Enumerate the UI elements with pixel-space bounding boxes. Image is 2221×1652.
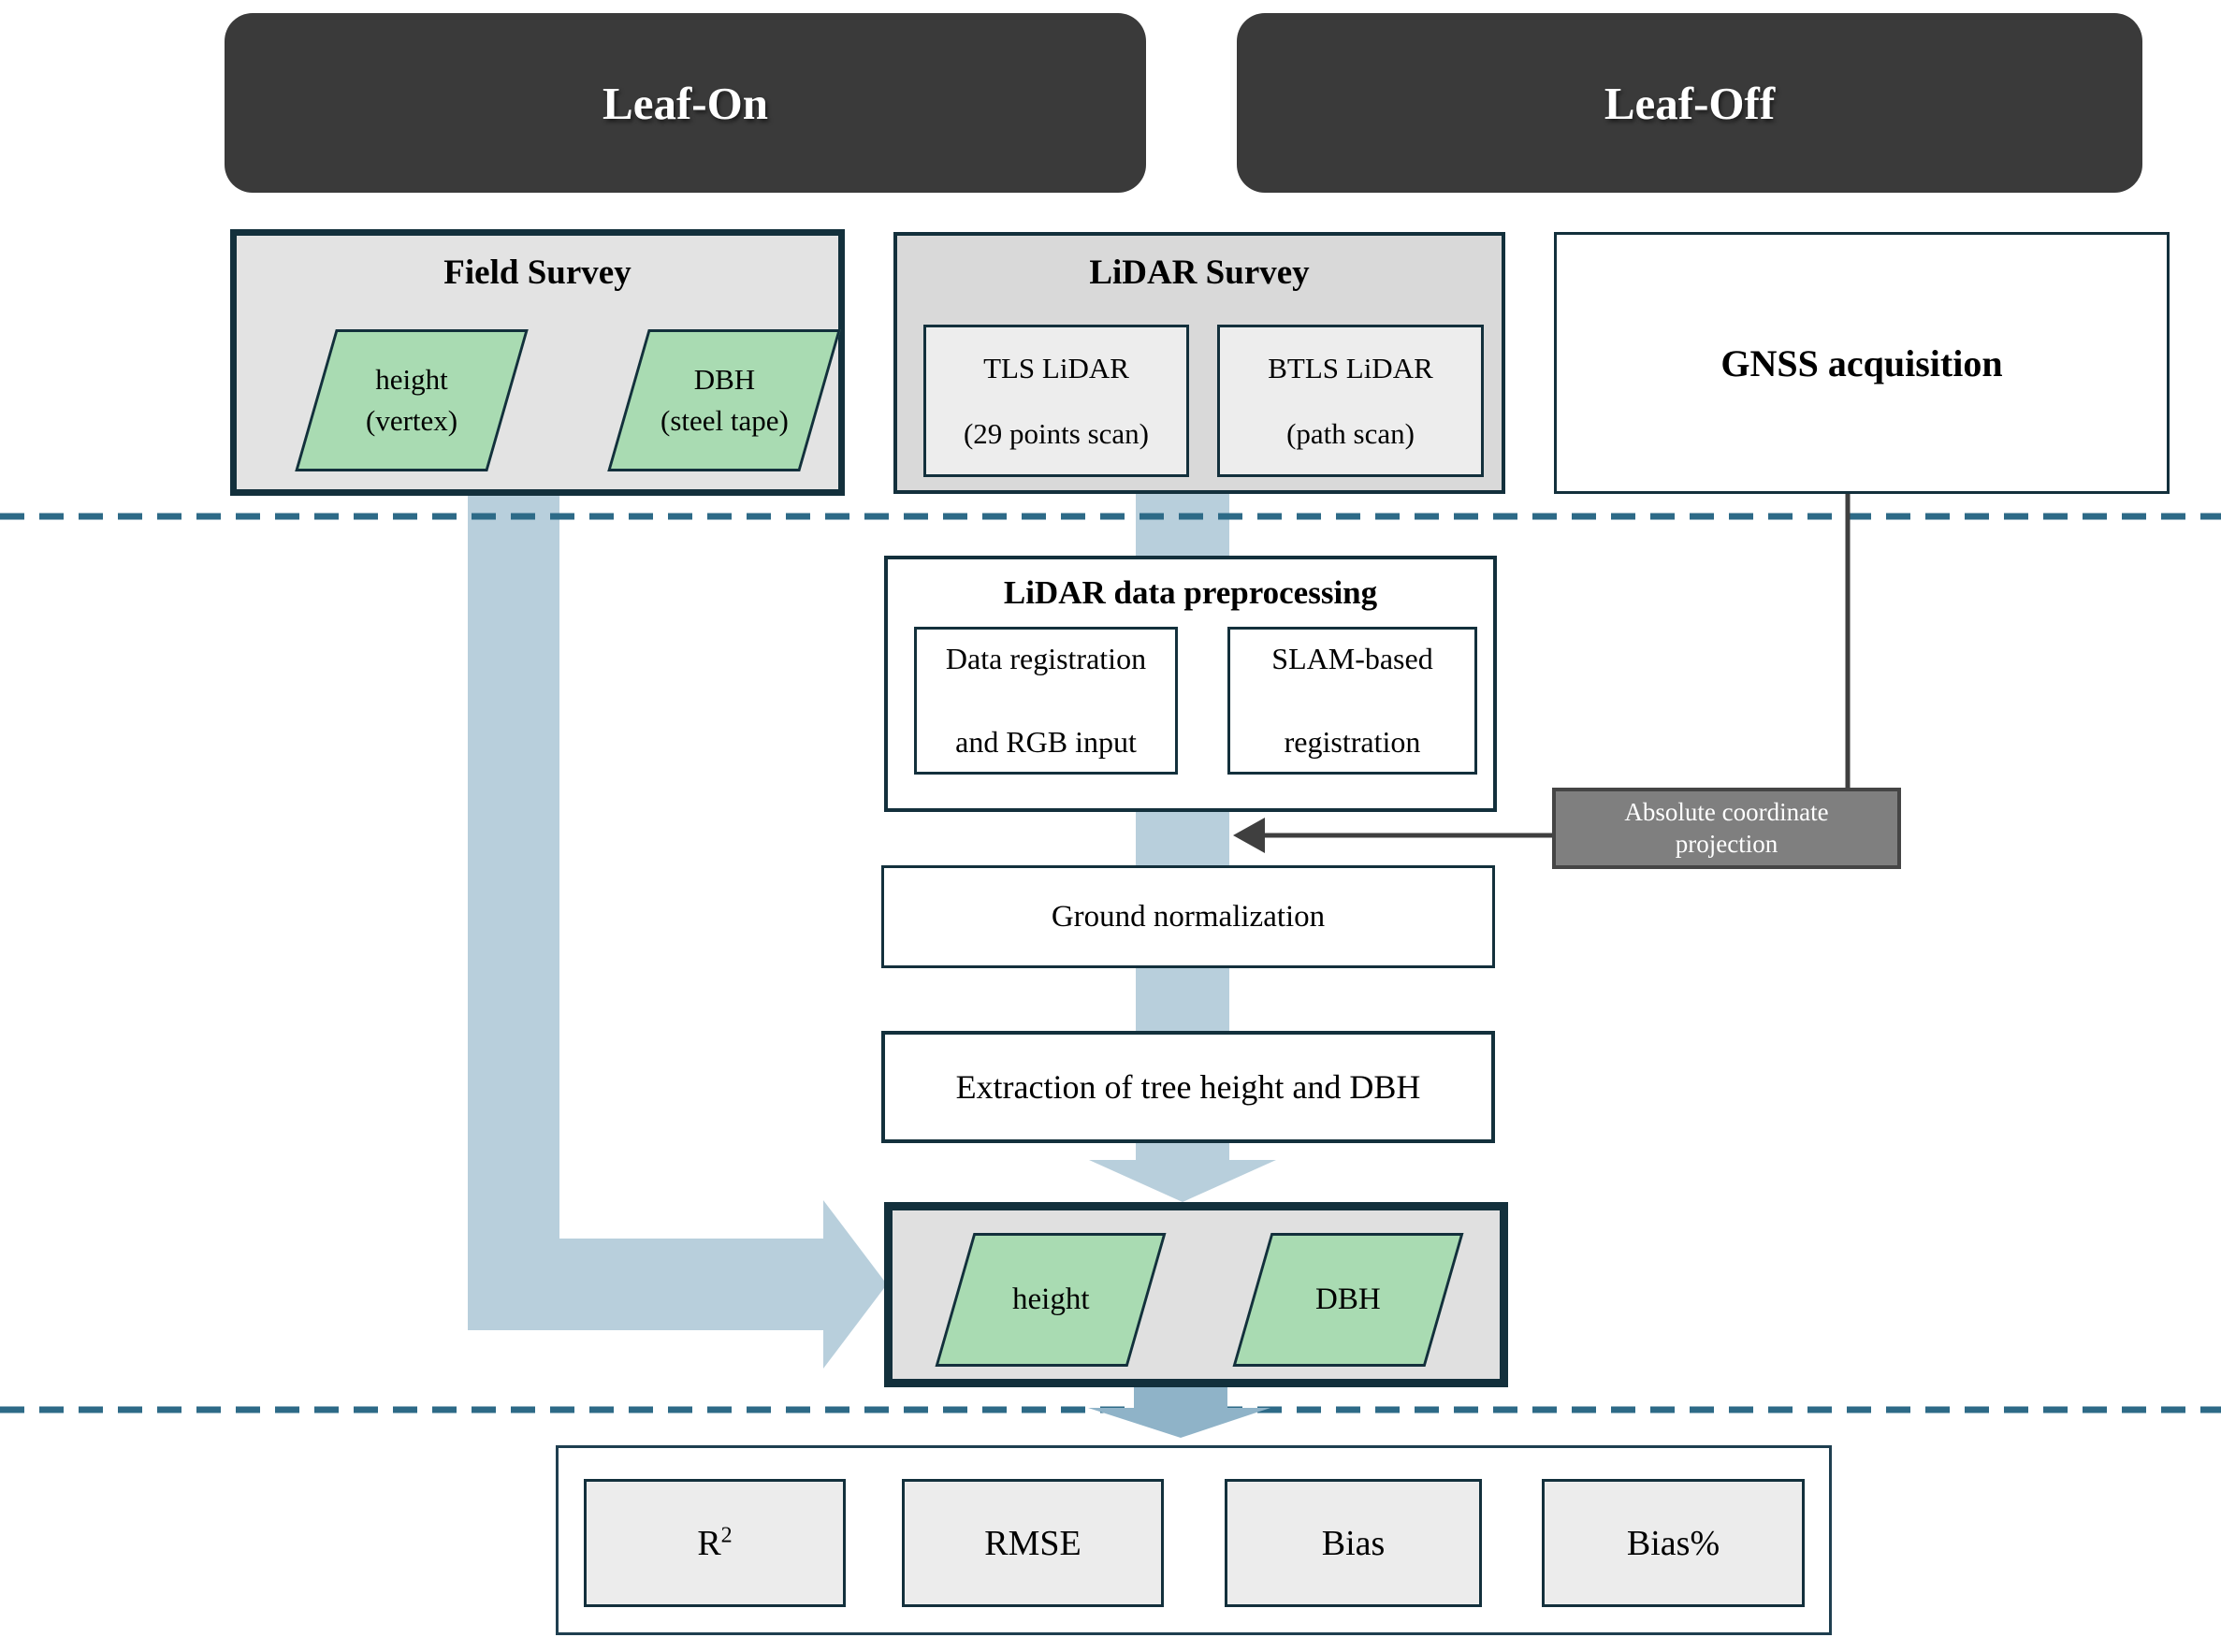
data-registration-box: Data registration and RGB input (914, 627, 1178, 775)
metric-r2-label: R2 (697, 1522, 733, 1563)
metric-bias-box: Bias (1225, 1479, 1482, 1607)
field-survey-height-shape: height (vertex) (295, 329, 529, 471)
lidar-flow-arrowhead-icon (1089, 1160, 1276, 1202)
metric-rmse-label: RMSE (984, 1523, 1081, 1563)
metric-bias-label: Bias (1321, 1523, 1386, 1563)
tls-lidar-line1: TLS LiDAR (983, 351, 1129, 384)
preprocessing-panel: LiDAR data preprocessing Data registrati… (884, 556, 1497, 812)
field-survey-height-line2: (vertex) (365, 404, 458, 437)
extraction-box: Extraction of tree height and DBH (881, 1031, 1495, 1143)
btls-lidar-line2: (path scan) (1286, 416, 1415, 450)
field-survey-title: Field Survey (443, 254, 631, 292)
tls-lidar-line2: (29 points scan) (963, 416, 1150, 450)
absolute-projection-line2: projection (1675, 829, 1778, 858)
results-flow-band (1134, 1383, 1227, 1411)
data-registration-line1: Data registration (945, 642, 1147, 675)
result-dbh-shape: DBH (1232, 1233, 1464, 1367)
metric-rmse-box: RMSE (902, 1479, 1164, 1607)
slam-registration-box: SLAM-based registration (1227, 627, 1477, 775)
lidar-flow-band-2 (1136, 806, 1229, 869)
metric-r2-box: R2 (584, 1479, 846, 1607)
gnss-acquisition-box: GNSS acquisition (1554, 232, 2170, 494)
projection-arrowhead-icon (1233, 818, 1265, 853)
data-registration-line2: and RGB input (955, 725, 1137, 759)
slam-registration-line1: SLAM-based (1271, 642, 1433, 675)
lidar-flow-band-3 (1136, 964, 1229, 1035)
results-flow-arrowhead-icon (1088, 1408, 1270, 1438)
field-survey-dbh-line2: (steel tape) (660, 404, 789, 437)
result-height-shape: height (935, 1233, 1167, 1367)
metrics-panel: R2 RMSE Bias Bias% (556, 1445, 1832, 1635)
absolute-projection-line1: Absolute coordinate (1624, 797, 1829, 826)
result-height-label: height (1011, 1282, 1090, 1316)
lidar-flow-band-1 (1136, 488, 1229, 559)
preprocessing-title: LiDAR data preprocessing (1003, 574, 1378, 611)
result-dbh-label: DBH (1315, 1282, 1381, 1316)
metric-biaspct-box: Bias% (1542, 1479, 1805, 1607)
field-survey-dbh-shape: DBH (steel tape) (607, 329, 841, 471)
results-panel: height DBH (884, 1202, 1508, 1387)
metric-biaspct-label: Bias% (1626, 1523, 1720, 1563)
absolute-projection-box: Absolute coordinate projection (1552, 788, 1901, 869)
tls-lidar-box: TLS LiDAR (29 points scan) (923, 325, 1189, 477)
field-flow-arrowhead-icon (823, 1200, 887, 1369)
ground-normalization-box: Ground normalization (881, 865, 1495, 968)
field-survey-height-line1: height (375, 363, 448, 396)
gnss-acquisition-label: GNSS acquisition (1720, 341, 2003, 384)
field-flow-band-vertical (468, 479, 559, 1330)
header-leaf-off: Leaf-Off (1237, 13, 2142, 193)
lidar-flow-band-4 (1136, 1139, 1229, 1162)
btls-lidar-box: BTLS LiDAR (path scan) (1217, 325, 1484, 477)
header-leaf-on-label: Leaf-On (602, 77, 768, 129)
lidar-survey-title: LiDAR Survey (1089, 254, 1310, 292)
ground-normalization-label: Ground normalization (1051, 899, 1326, 934)
header-leaf-on: Leaf-On (225, 13, 1146, 193)
lidar-survey-panel: LiDAR Survey TLS LiDAR (29 points scan) … (893, 232, 1505, 494)
extraction-label: Extraction of tree height and DBH (955, 1068, 1421, 1106)
header-leaf-off-label: Leaf-Off (1604, 77, 1776, 129)
field-survey-panel: Field Survey height (vertex) DBH (steel … (230, 229, 845, 496)
btls-lidar-line1: BTLS LiDAR (1268, 351, 1433, 384)
slam-registration-line2: registration (1284, 725, 1421, 759)
field-flow-band-horizontal (468, 1239, 833, 1330)
field-survey-dbh-line1: DBH (693, 363, 755, 396)
